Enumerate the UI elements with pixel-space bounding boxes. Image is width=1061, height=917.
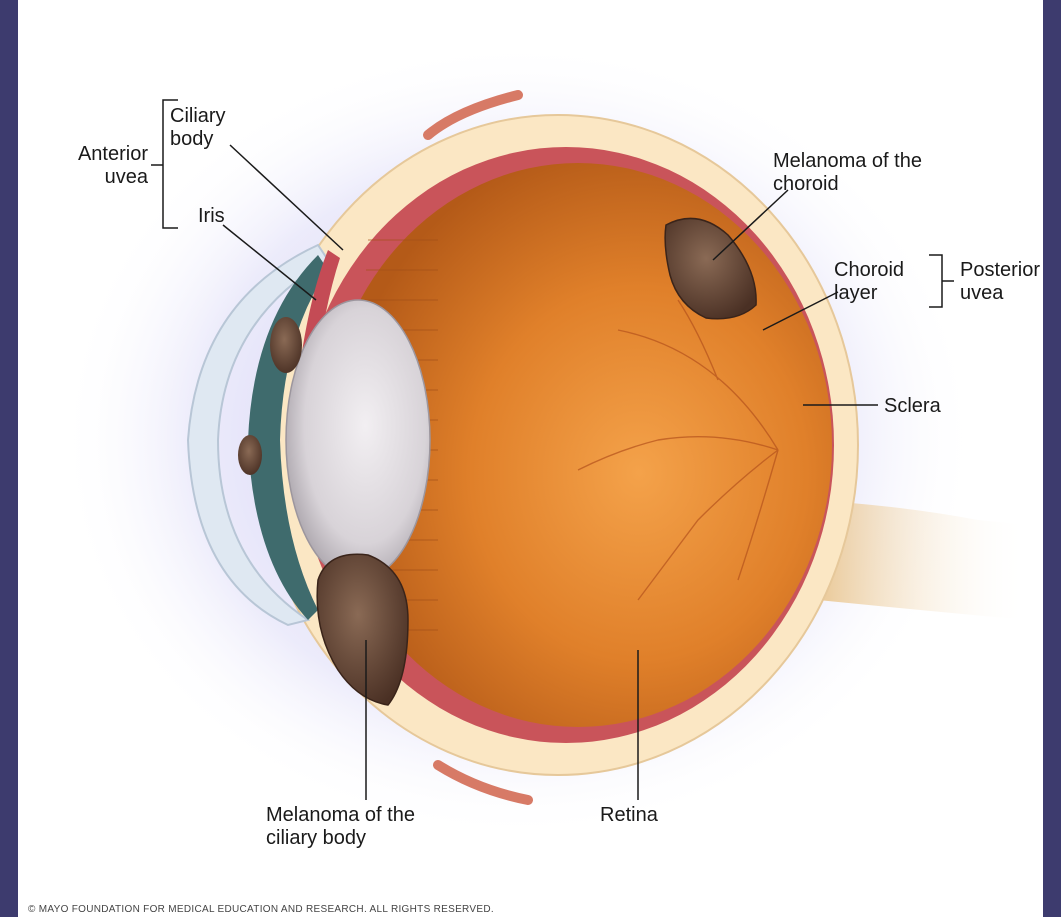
iris-tumor-upper: [270, 317, 302, 373]
label-anterior-uvea: Anterior uvea: [48, 143, 148, 189]
lens: [286, 300, 430, 580]
label-sclera: Sclera: [884, 395, 941, 418]
label-choroid-layer: Choroid layer: [834, 259, 904, 305]
label-melanoma-choroid: Melanoma of the choroid: [773, 150, 922, 196]
label-iris: Iris: [198, 205, 225, 228]
diagram-panel: Anterior uvea Ciliary body Iris Melanoma…: [18, 0, 1043, 917]
label-melanoma-ciliary-body: Melanoma of the ciliary body: [266, 804, 415, 850]
label-retina: Retina: [600, 804, 658, 827]
copyright-notice: © MAYO FOUNDATION FOR MEDICAL EDUCATION …: [28, 904, 494, 915]
label-ciliary-body: Ciliary body: [170, 105, 226, 151]
iris-tumor-lower: [238, 435, 262, 475]
label-posterior-uvea: Posterior uvea: [960, 259, 1040, 305]
